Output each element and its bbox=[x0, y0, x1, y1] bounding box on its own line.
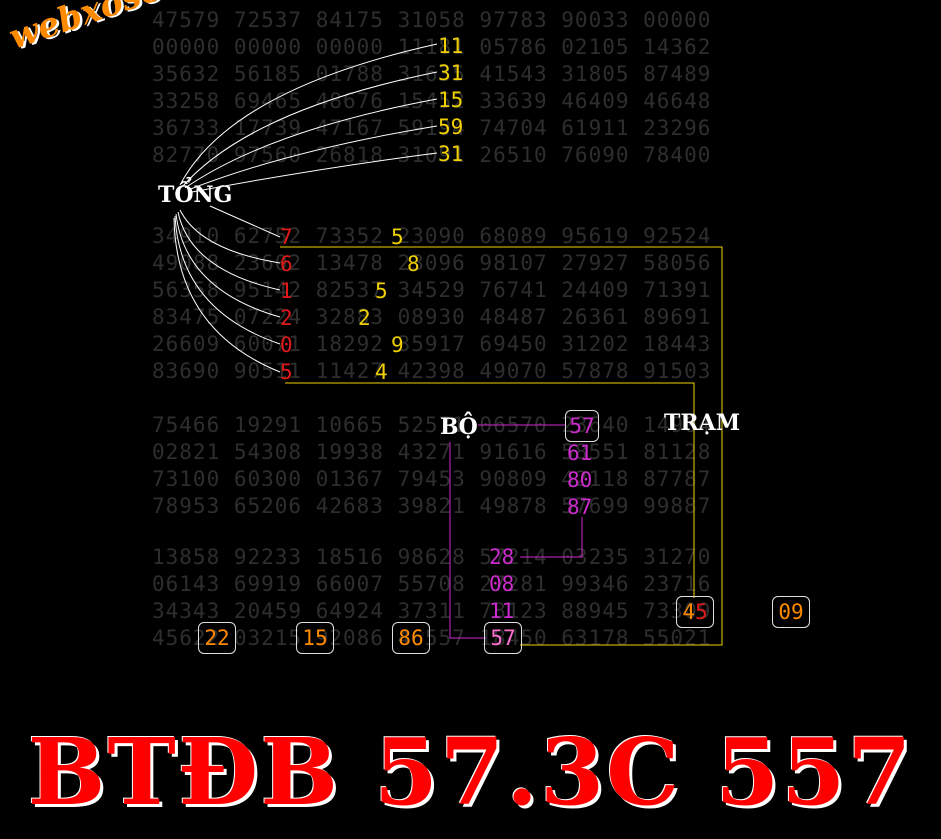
red-digit: 5 bbox=[280, 360, 293, 384]
red-digit: 6 bbox=[280, 252, 293, 276]
bo-digit: 80 bbox=[567, 468, 593, 492]
red-digit: 1 bbox=[280, 279, 293, 303]
grid-row: 33258 69465 48676 15452 33639 46409 4664… bbox=[152, 89, 712, 113]
red-digit: 7 bbox=[280, 225, 293, 249]
grid-row: 49088 23602 13478 23096 98107 27927 5805… bbox=[152, 251, 712, 275]
grid-row: 47579 72537 84175 31058 97783 90033 0000… bbox=[152, 8, 712, 32]
tong-sum: 31 bbox=[438, 61, 464, 85]
grid-row: 34910 62752 73352 23090 68089 95619 9252… bbox=[152, 224, 712, 248]
grid-row: 35632 56185 01788 31635 41543 31805 8748… bbox=[152, 62, 712, 86]
bo-lower-digit: 08 bbox=[489, 572, 515, 596]
tong-sum: 15 bbox=[438, 88, 464, 112]
grid-row: 36733 17739 47167 59194 74704 61911 2329… bbox=[152, 116, 712, 140]
yellow-digit: 4 bbox=[375, 360, 388, 384]
tram-result-text: 45 bbox=[682, 600, 708, 624]
red-digit: 0 bbox=[280, 333, 293, 357]
bo-top-box: 57 bbox=[565, 410, 599, 442]
grid-row: 06143 69919 66007 55708 27281 99346 2371… bbox=[152, 572, 712, 596]
red-digit: 2 bbox=[280, 306, 293, 330]
tong-sum: 31 bbox=[438, 142, 464, 166]
bo-digit: 61 bbox=[567, 441, 593, 465]
grid-row: 34343 20459 64924 37311 78123 88945 7330… bbox=[152, 599, 712, 623]
yellow-digit: 5 bbox=[375, 279, 388, 303]
yellow-digit: 5 bbox=[391, 225, 404, 249]
banner-title: BTĐB 57.3C 557 bbox=[27, 718, 914, 826]
result-box: 86 bbox=[392, 622, 430, 654]
bo-lower-digit: 11 bbox=[489, 599, 515, 623]
tong-sum: 59 bbox=[438, 115, 464, 139]
grid-row: 13858 92233 18516 98628 57214 03235 3127… bbox=[152, 545, 712, 569]
yellow-digit: 9 bbox=[391, 333, 404, 357]
bo-label: BỘ bbox=[440, 414, 478, 440]
result-box: 09 bbox=[772, 596, 810, 628]
bo-lower-digit: 28 bbox=[489, 545, 515, 569]
grid-row: 45622 03215 92086 46557 18450 63178 5502… bbox=[152, 626, 712, 650]
result-box: 22 bbox=[198, 622, 236, 654]
tong-sum: 11 bbox=[438, 34, 464, 58]
yellow-digit: 2 bbox=[358, 306, 371, 330]
grid-row: 26609 60071 18292 35917 69450 31202 1844… bbox=[152, 332, 712, 356]
grid-row: 75466 19291 10665 52571 06570 23640 1490… bbox=[152, 413, 712, 437]
grid-row: 83475 07224 32883 08930 48487 26361 8969… bbox=[152, 305, 712, 329]
bo-digit: 87 bbox=[567, 495, 593, 519]
result-box: 15 bbox=[296, 622, 334, 654]
grid-row: 00000 00000 00000 11181 05786 02105 1436… bbox=[152, 35, 712, 59]
grid-row: 83690 90511 11427 42398 49070 57878 9150… bbox=[152, 359, 712, 383]
tram-result-box: 45 bbox=[676, 596, 714, 628]
tram-label: TRẠM bbox=[664, 410, 741, 436]
grid-row: 78953 65206 42683 39821 49878 57699 9988… bbox=[152, 494, 712, 518]
result-box: 57 bbox=[484, 622, 522, 654]
grid-row: 73100 60300 01367 79453 90809 42118 8778… bbox=[152, 467, 712, 491]
yellow-digit: 8 bbox=[407, 252, 420, 276]
tong-label: TỔNG bbox=[158, 182, 233, 208]
grid-row: 02821 54308 19938 43271 91616 58551 8112… bbox=[152, 440, 712, 464]
